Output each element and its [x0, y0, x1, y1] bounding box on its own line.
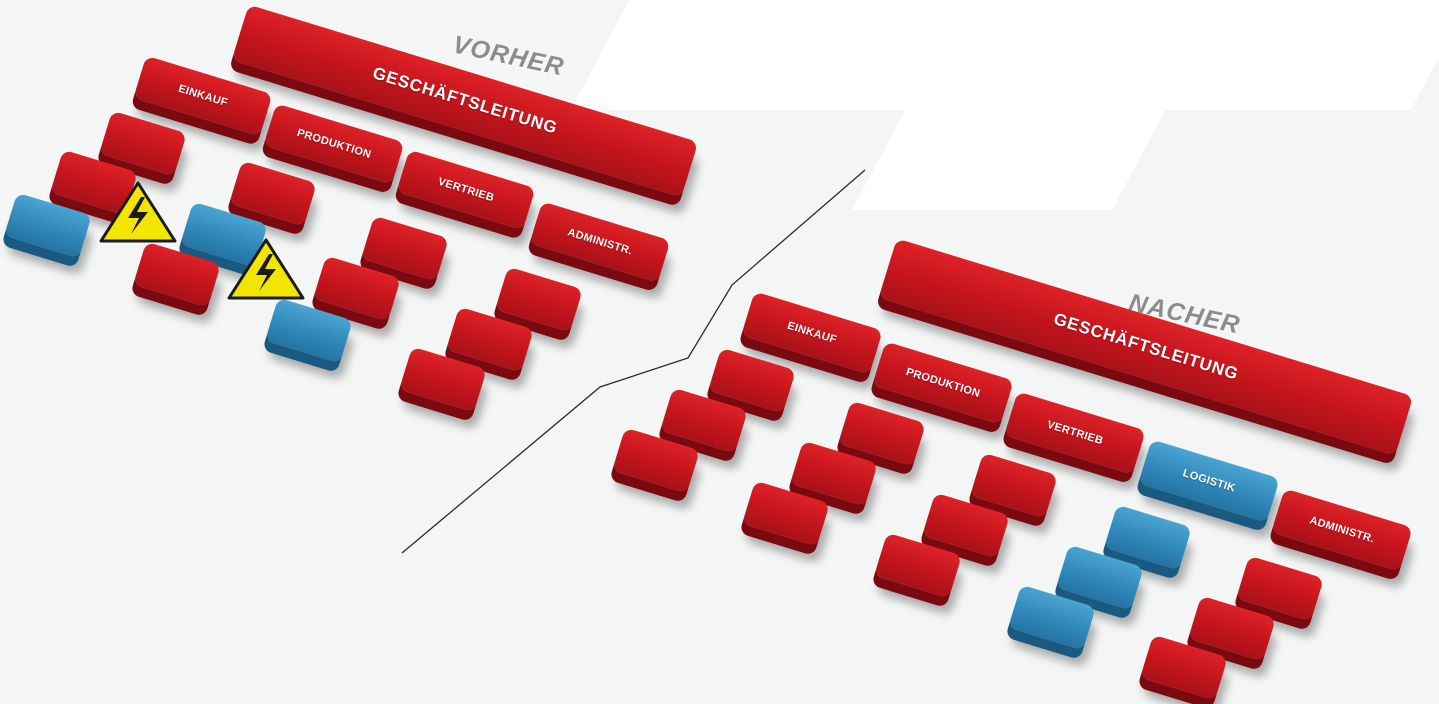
vorher-dept-label: EINKAUF	[176, 82, 230, 110]
nachher-dept-label: ADMINISTR.	[1308, 514, 1376, 546]
nachher-dept-label: LOGISTIK	[1181, 467, 1237, 495]
nachher-dept-label: PRODUKTION	[904, 366, 982, 400]
high-voltage-warning-icon	[227, 238, 305, 300]
vorher-dept-label: PRODUKTION	[295, 127, 373, 161]
vorher-dept-label: VERTRIEB	[436, 175, 496, 205]
nachher-dept-label: EINKAUF	[785, 319, 839, 347]
high-voltage-warning-icon	[99, 181, 177, 243]
nachher-dept-label: VERTRIEB	[1045, 418, 1105, 448]
vorher-dept-label: ADMINISTR.	[566, 226, 634, 258]
